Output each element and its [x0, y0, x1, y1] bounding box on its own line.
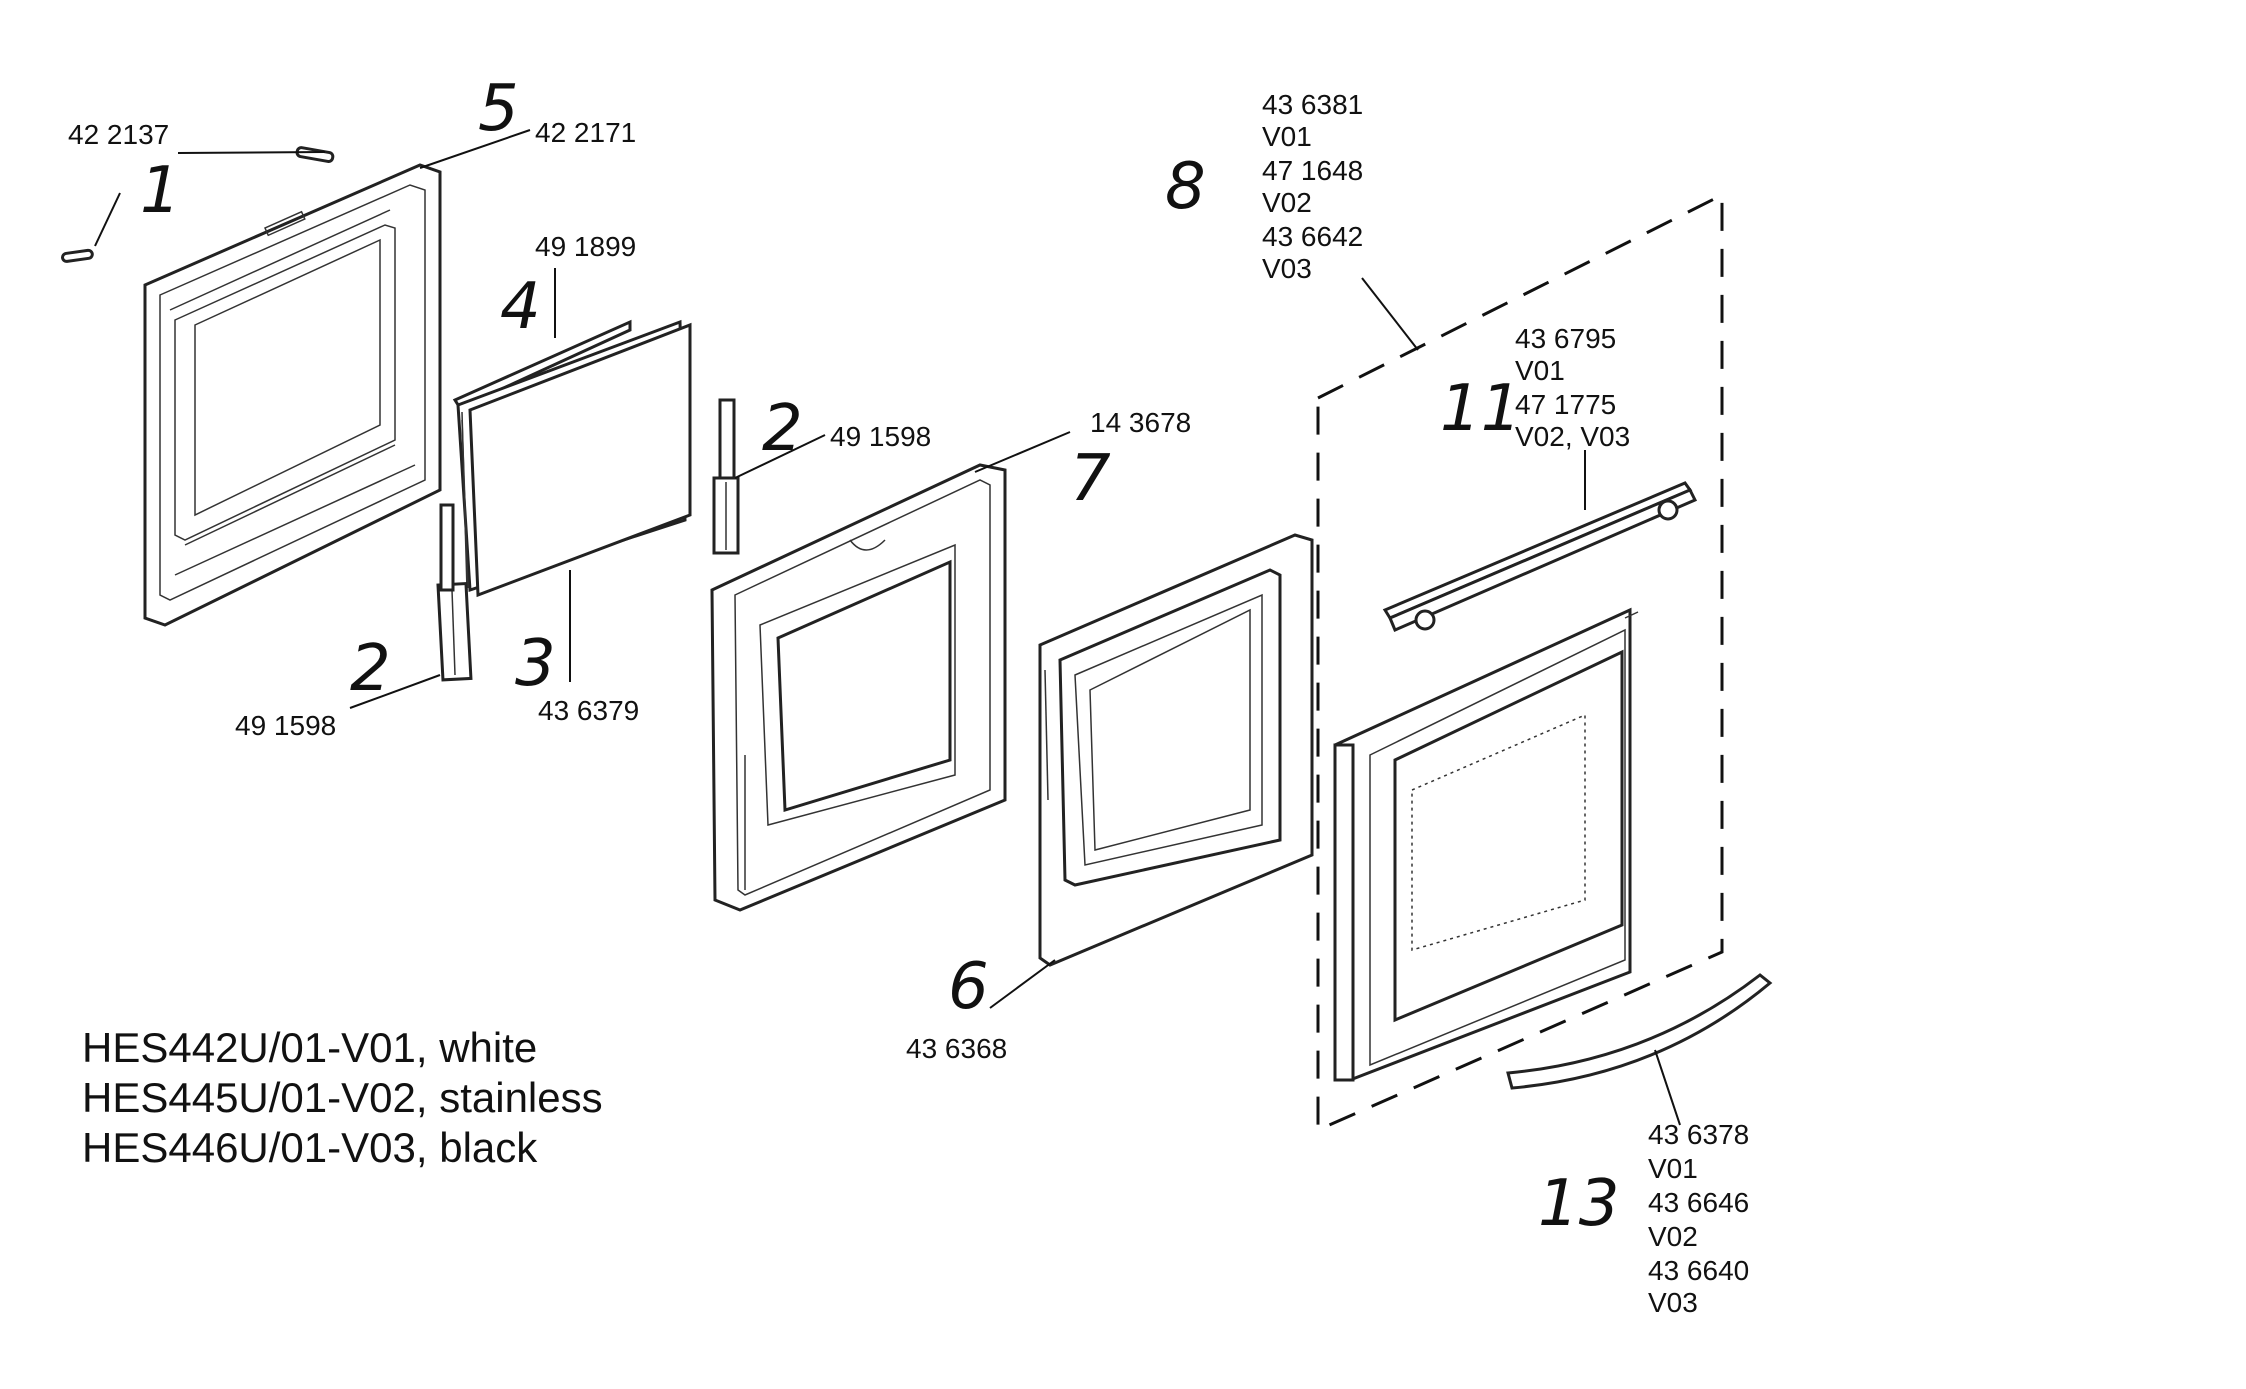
vent-strip-drawing: [1382, 481, 1698, 632]
part-number-49-1598-upper: 49 1598: [830, 421, 931, 452]
part-number-43-6368: 43 6368: [906, 1033, 1007, 1064]
callout-index-6: 6: [948, 950, 989, 1024]
part-number-43-6642: 43 6642: [1262, 221, 1363, 252]
part-number-42-2137: 42 2137: [68, 119, 169, 150]
outer-glass-panel-drawing: [1333, 607, 1639, 1082]
door-liner-frame-drawing: [710, 463, 1007, 912]
part-number-43-6640: 43 6640: [1648, 1255, 1749, 1286]
variant-label-v01-c: V01: [1648, 1153, 1698, 1184]
variant-label-v03-c: V03: [1648, 1287, 1698, 1318]
part-number-47-1648: 47 1648: [1262, 155, 1363, 186]
door-inner-frame-drawing: [143, 163, 442, 627]
callout-index-1: 1: [140, 154, 181, 228]
callout-index-3: 3: [515, 627, 556, 701]
leader-lines: [94, 129, 1681, 1126]
variant-label-v01-b: V01: [1515, 355, 1565, 386]
callout-index-11: 11: [1440, 372, 1521, 446]
glass-panel-stack-drawing: [452, 319, 692, 598]
callout-index-2-upper: 2: [762, 392, 803, 466]
part-number-43-6381: 43 6381: [1262, 89, 1363, 120]
callout-index-4: 4: [500, 270, 541, 344]
model-line-3: HES446U/01-V03, black: [82, 1124, 538, 1171]
door-handle-drawing: [1506, 973, 1773, 1090]
variant-label-v02-a: V02: [1262, 187, 1312, 218]
callout-index-7: 7: [1070, 442, 1111, 516]
hinge-bracket-lower-drawing: [436, 503, 473, 682]
variant-label-v01-a: V01: [1262, 121, 1312, 152]
variant-label-v03-a: V03: [1262, 253, 1312, 284]
part-number-43-6646: 43 6646: [1648, 1187, 1749, 1218]
variant-label-v02-c: V02: [1648, 1221, 1698, 1252]
outer-door-group-outline: [1316, 192, 1724, 1133]
part-number-43-6379: 43 6379: [538, 695, 639, 726]
part-number-42-2171: 42 2171: [535, 117, 636, 148]
door-inner-panel-drawing: [1038, 533, 1314, 967]
model-line-2: HES445U/01-V02, stainless: [82, 1074, 603, 1121]
variant-label-v02-v03: V02, V03: [1515, 421, 1630, 452]
callout-index-5: 5: [478, 72, 519, 146]
callout-index-2-lower: 2: [350, 632, 391, 706]
callout-index-8: 8: [1165, 150, 1206, 224]
part-number-49-1598-lower: 49 1598: [235, 710, 336, 741]
part-number-43-6378: 43 6378: [1648, 1119, 1749, 1150]
part-number-43-6795: 43 6795: [1515, 323, 1616, 354]
callout-index-13: 13: [1538, 1167, 1619, 1241]
model-legend: HES442U/01-V01, white HES445U/01-V02, st…: [82, 1024, 603, 1171]
hinge-bracket-upper-drawing: [712, 398, 740, 555]
part-number-14-3678: 14 3678: [1090, 407, 1191, 438]
part-number-49-1899: 49 1899: [535, 231, 636, 262]
part-number-47-1775: 47 1775: [1515, 389, 1616, 420]
model-line-1: HES442U/01-V01, white: [82, 1024, 537, 1071]
